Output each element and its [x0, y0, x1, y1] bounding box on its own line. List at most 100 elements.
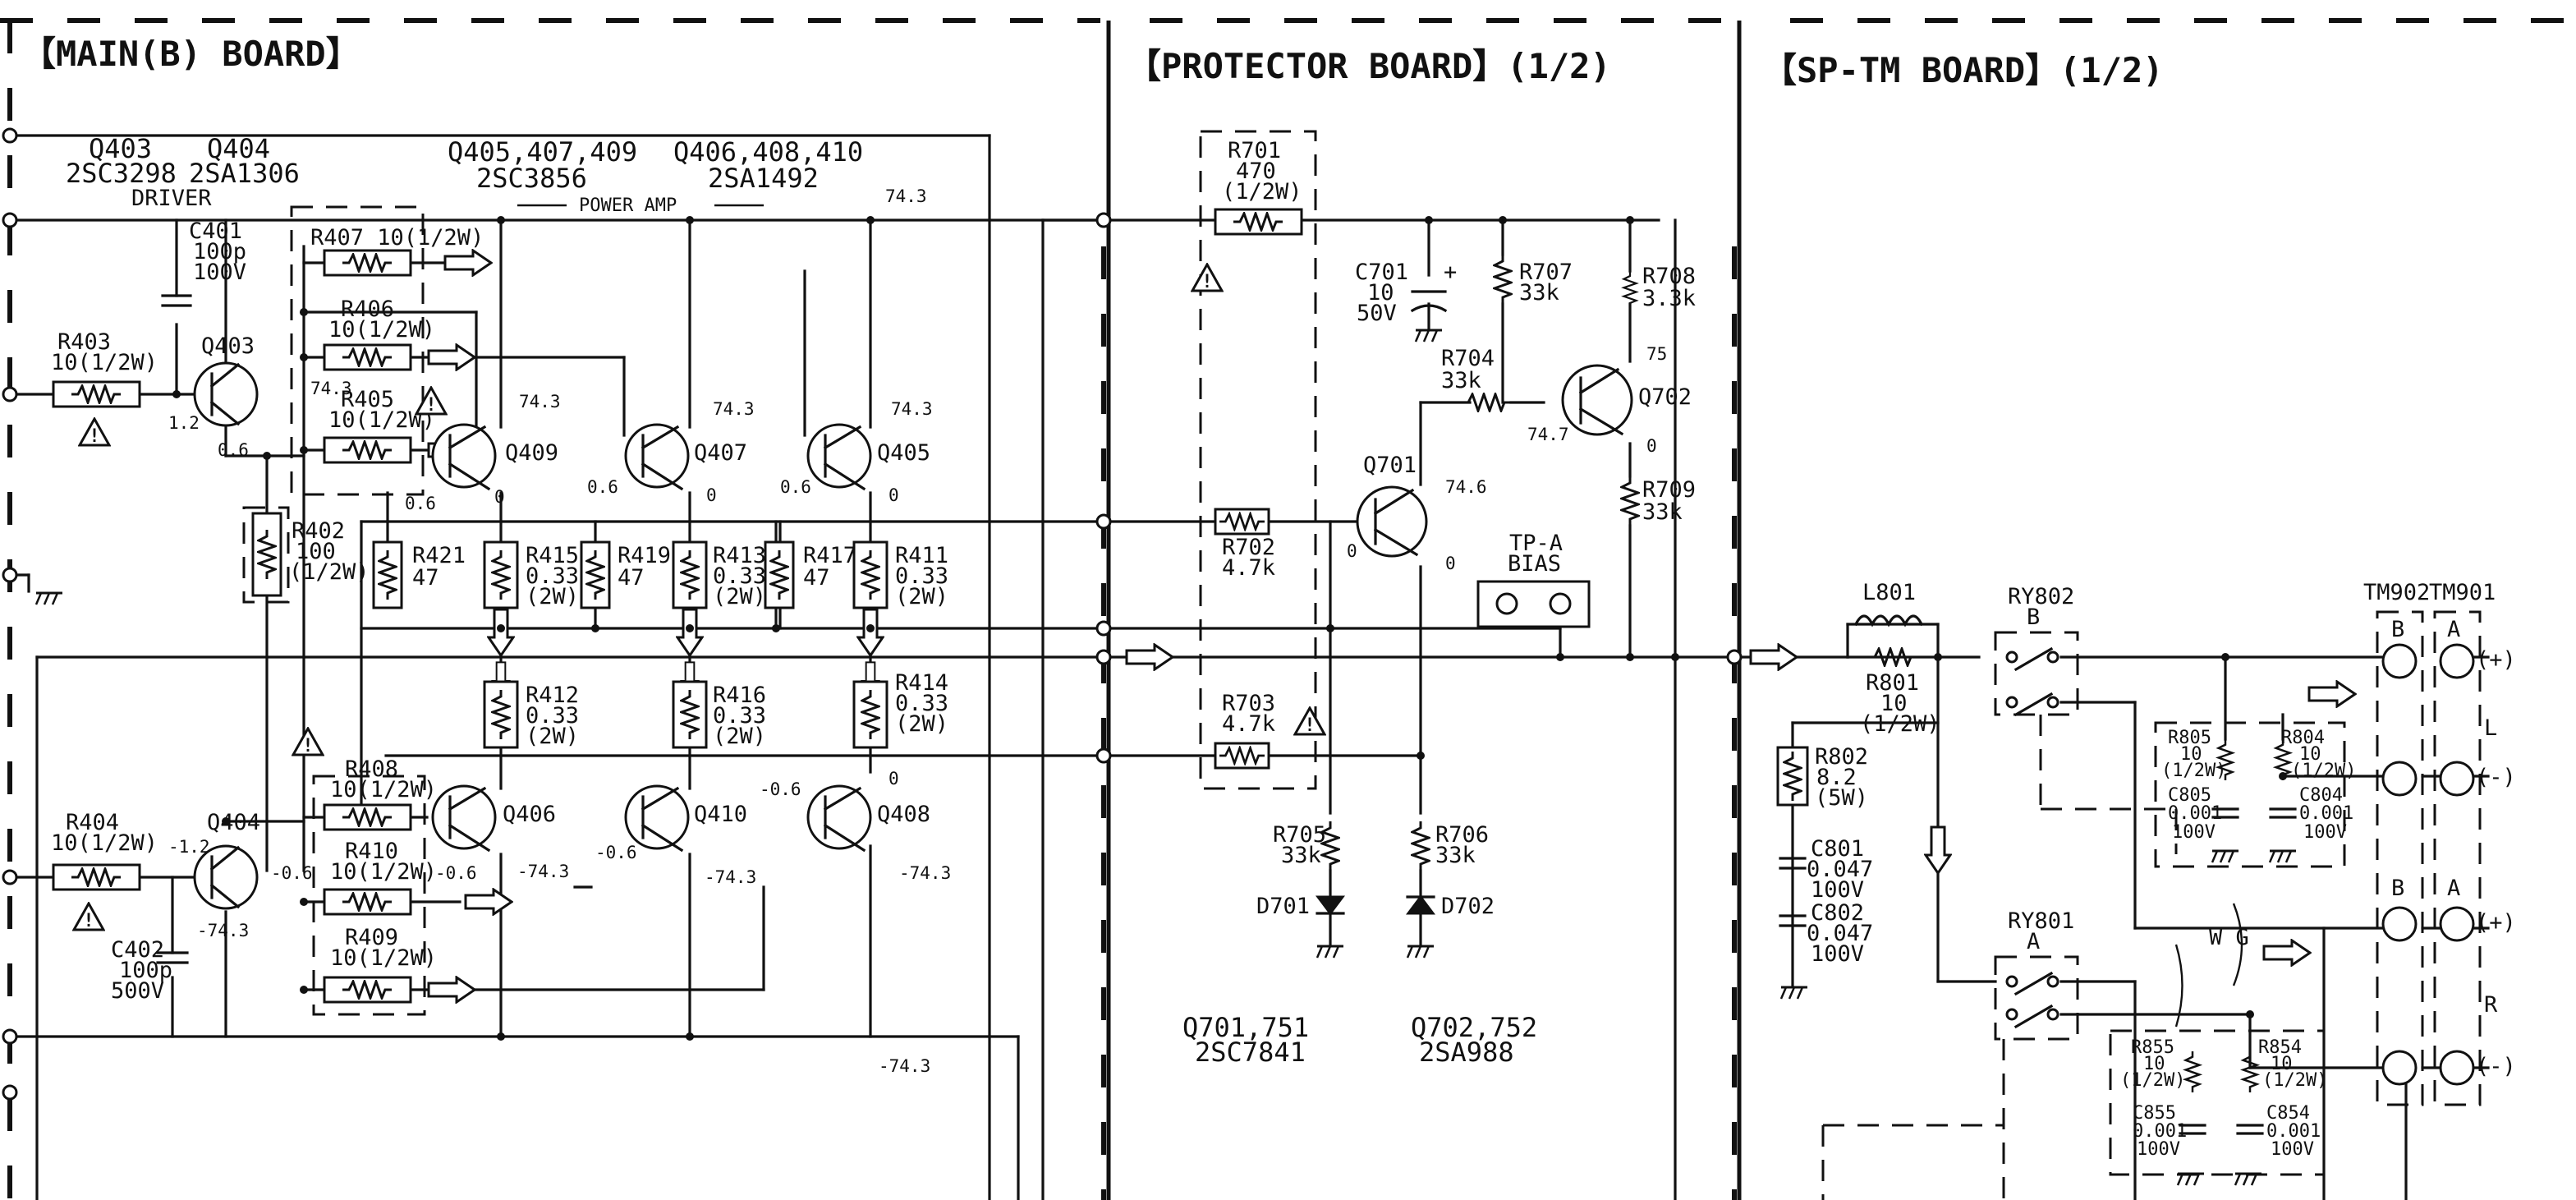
svg-text:-74.3: -74.3: [705, 867, 756, 887]
r413-power: (2W): [713, 584, 766, 609]
c401-cap: 100p: [193, 239, 246, 264]
svg-text:74.7: 74.7: [1527, 425, 1569, 444]
r708-label: R708: [1642, 264, 1696, 289]
c805-voltage: 100V: [2172, 822, 2216, 843]
r408-warning-icon: [292, 727, 324, 756]
c701-plus: +: [1444, 260, 1457, 285]
r706-label: R706: [1435, 822, 1489, 848]
c801-cap: 0.047: [1807, 857, 1873, 882]
svg-text:74.3: 74.3: [519, 392, 561, 411]
r709-value: 33k: [1642, 499, 1683, 525]
c802-cap: 0.047: [1807, 921, 1873, 946]
c804-label: C804: [2299, 785, 2343, 806]
svg-text:-0.6: -0.6: [760, 779, 801, 799]
r404-warning-icon: [72, 902, 105, 931]
c802-voltage: 100V: [1811, 941, 1864, 967]
c401-label: C401: [189, 218, 242, 244]
c701-cap: 10: [1367, 280, 1394, 306]
header-q403: Q403: [89, 133, 152, 164]
lower-minus: (-): [2476, 1054, 2516, 1079]
wg-label: W G: [2209, 925, 2249, 950]
board-borders: [0, 18, 2576, 1200]
r703-value: 4.7k: [1222, 711, 1275, 737]
r409-value: 10(1/2W): [330, 945, 437, 971]
bias-label: BIAS: [1508, 551, 1561, 577]
sptm-wiring: [1738, 623, 2490, 1200]
c401-voltage: 100V: [193, 260, 246, 285]
channel-l: L: [2484, 715, 2497, 741]
c854-cap: 0.001: [2266, 1121, 2321, 1142]
q409-transistor: [431, 423, 497, 489]
q404-label: Q404: [207, 810, 260, 835]
header-q404: Q404: [207, 133, 270, 164]
r701-power: (1/2W): [1222, 179, 1302, 205]
r403-value: 10(1/2W): [51, 350, 158, 375]
svg-text:74.3: 74.3: [885, 186, 927, 206]
tp-a-connector: [1476, 580, 1591, 628]
r707-value: 33k: [1519, 280, 1559, 306]
r702-label: R702: [1222, 535, 1275, 560]
d701-label: D701: [1256, 894, 1310, 919]
r408-label: R408: [345, 756, 398, 782]
r404-label: R404: [66, 810, 119, 835]
svg-text:-74.3: -74.3: [197, 921, 249, 940]
svg-text:0.6: 0.6: [405, 494, 436, 513]
r415-power: (2W): [526, 584, 579, 609]
q701-751-label: Q701,751: [1182, 1012, 1309, 1043]
r405-label: R405: [341, 387, 394, 412]
main-board-title: 【MAIN(B) BOARD】: [21, 34, 360, 74]
q701-type-label: 2SC7841: [1195, 1037, 1306, 1068]
svg-text:-74.3: -74.3: [899, 863, 951, 883]
svg-text:0.6: 0.6: [218, 440, 249, 460]
svg-text:74.6: 74.6: [1445, 477, 1487, 497]
header-driver: DRIVER: [131, 186, 212, 211]
r708-value: 3.3k: [1642, 286, 1696, 311]
r705-label: R705: [1273, 822, 1326, 848]
ry802-label: RY802: [2008, 584, 2074, 609]
r409-label: R409: [345, 925, 398, 950]
q405-label: Q405: [877, 440, 930, 466]
header-q405-group: Q405,407,409: [448, 136, 637, 168]
header-power-amp: POWER AMP: [579, 195, 677, 216]
svg-text:1.2: 1.2: [168, 413, 200, 433]
r801-value: 10: [1880, 691, 1908, 716]
q702-transistor: [1561, 364, 1633, 436]
r402-value: 100: [296, 539, 336, 564]
header-q405-type: 2SC3856: [476, 163, 587, 194]
c855-label: C855: [2133, 1103, 2176, 1124]
q404-transistor: [193, 844, 259, 910]
r804-power: (1/2W): [2291, 761, 2356, 781]
c801-voltage: 100V: [1811, 877, 1864, 903]
svg-text:74.3: 74.3: [713, 399, 755, 419]
svg-text:0: 0: [889, 485, 899, 505]
main-board-dashed-groups: [242, 205, 426, 1016]
r421-value: 47: [412, 565, 439, 591]
svg-text:0: 0: [494, 487, 505, 507]
tm902-b-upper: B: [2391, 617, 2404, 642]
r703-warning-icon: [1293, 706, 1326, 736]
tm901-a-lower: A: [2447, 876, 2460, 901]
l801-label: L801: [1862, 580, 1916, 605]
r855-power: (1/2W): [2120, 1070, 2185, 1091]
r408-value: 10(1/2W): [330, 777, 437, 802]
c854-label: C854: [2266, 1103, 2310, 1124]
r414-label: R414: [895, 670, 948, 696]
r703-label: R703: [1222, 691, 1275, 716]
r411-value: 0.33: [895, 563, 948, 589]
c402-voltage: 500V: [111, 978, 164, 1004]
r403-label: R403: [57, 329, 111, 355]
q702-752-label: Q702,752: [1411, 1012, 1537, 1043]
r406-value: 10(1/2W): [328, 317, 435, 343]
q403-label: Q403: [201, 333, 255, 359]
q408-label: Q408: [877, 802, 930, 827]
r402-label: R402: [292, 518, 345, 544]
r410-value: 10(1/2W): [330, 859, 437, 885]
r403-warning-icon: [78, 417, 111, 447]
header-q404-type: 2SA1306: [189, 158, 300, 189]
svg-text:-74.3: -74.3: [879, 1056, 930, 1076]
r414-power: (2W): [895, 711, 948, 737]
r417-label: R417: [803, 543, 856, 568]
lower-plus: (+): [2476, 910, 2516, 936]
q406-label: Q406: [503, 802, 556, 827]
